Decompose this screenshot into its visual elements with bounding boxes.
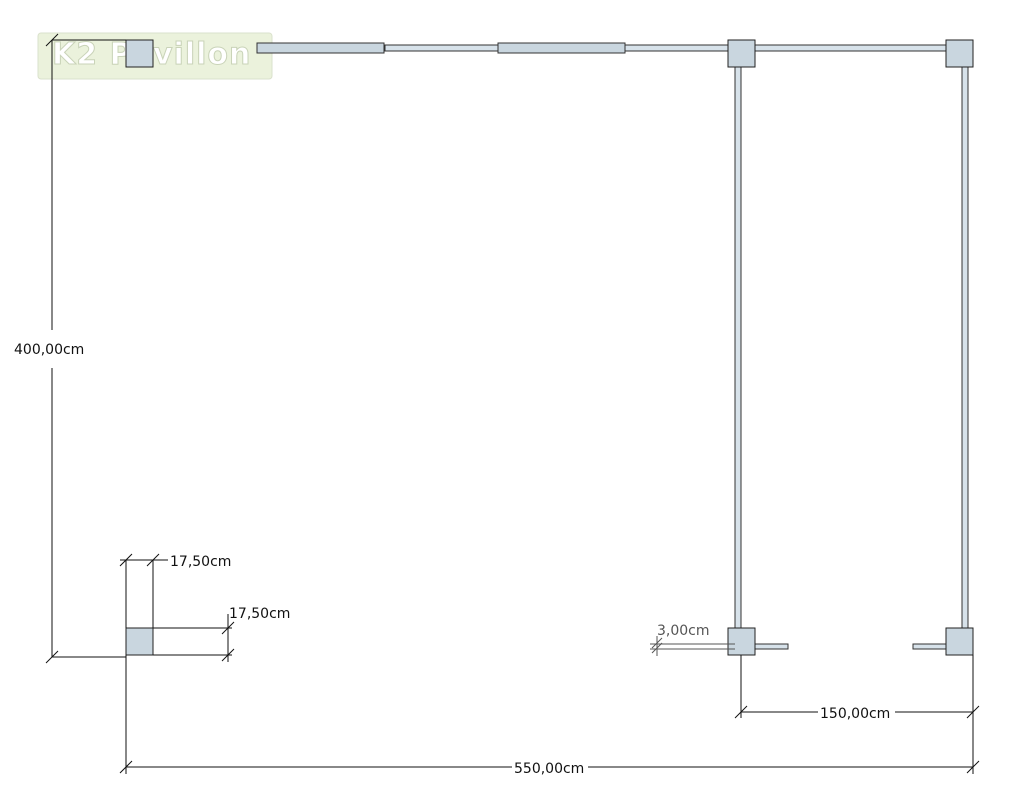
post-top-left — [125, 39, 154, 68]
post-width-label: 17,50cm — [170, 554, 231, 570]
wall-offset-dimension: 3,00cm — [650, 623, 735, 656]
post-depth-dimension: 17,50cm — [153, 606, 290, 662]
sliding-panel — [497, 42, 626, 54]
bay-width-label: 150,00cm — [820, 706, 890, 722]
bay-width-dimension: 150,00cm — [734, 655, 980, 722]
post-bottom-left — [125, 627, 154, 656]
total-width-label: 550,00cm — [514, 761, 584, 777]
total-width-dimension: 550,00cm — [119, 655, 980, 777]
top-wall — [256, 42, 948, 54]
post-width-dimension: 17,50cm — [119, 553, 231, 628]
post-depth-label: 17,50cm — [229, 606, 290, 622]
depth-dimension: 400,00cm — [14, 33, 126, 664]
post-top-middle — [727, 39, 756, 68]
wall-offset-label: 3,00cm — [657, 623, 710, 639]
inner-wall — [734, 66, 742, 629]
post-bottom-middle — [727, 627, 756, 656]
sliding-panel — [256, 42, 385, 54]
depth-label: 400,00cm — [14, 342, 84, 358]
post-bottom-right — [945, 627, 974, 656]
wall-stub — [912, 643, 948, 650]
outer-wall — [961, 66, 969, 629]
post-top-right — [945, 39, 974, 68]
